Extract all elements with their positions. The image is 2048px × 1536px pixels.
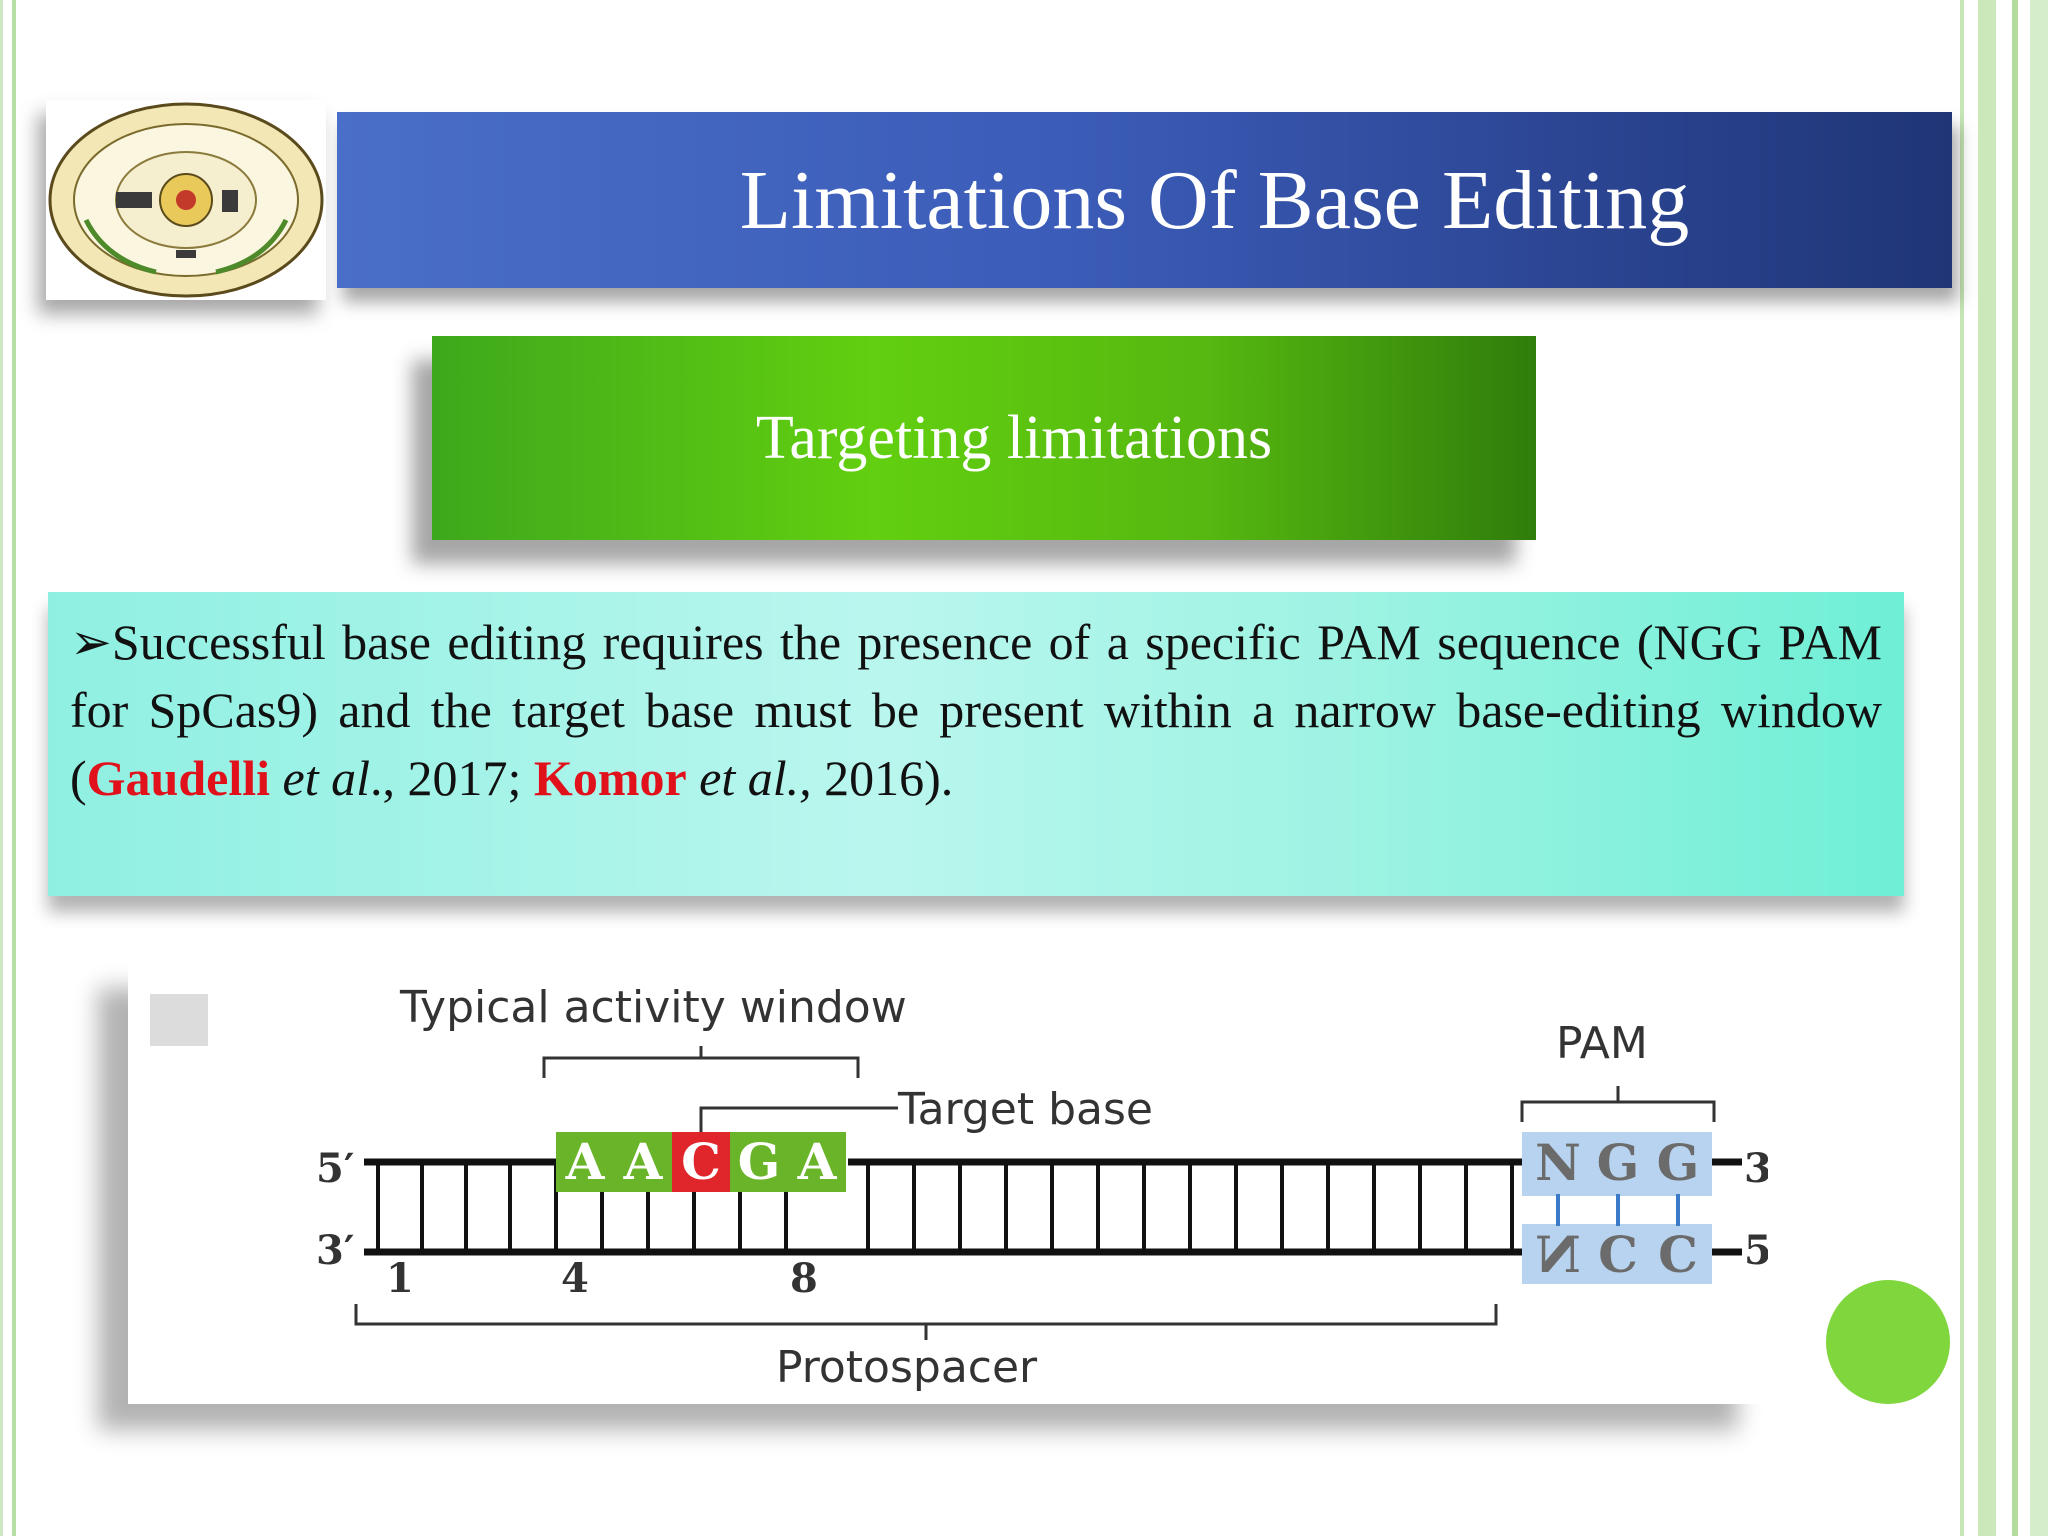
pam-top-box <box>1522 1132 1712 1196</box>
strand-5-prime-left: 5′ <box>316 1145 354 1192</box>
edit-window-base-letter: A <box>623 1132 664 1191</box>
frame-line-right <box>2030 0 2048 1536</box>
citation-etal: et al <box>282 750 371 806</box>
section-subtitle: Targeting limitations <box>755 403 1273 472</box>
bullet-arrow-icon: ➢ <box>70 614 112 670</box>
frame-line-left-outer <box>0 0 3 1536</box>
dna-diagram-svg: Typical activity window Target base PAM … <box>150 982 1768 1393</box>
activity-window-label: Typical activity window <box>399 982 907 1033</box>
frame-line-right <box>2012 0 2018 1536</box>
position-1: 1 <box>386 1255 414 1302</box>
target-base-label: Target base <box>897 1084 1153 1135</box>
pam-bottom-box <box>1522 1224 1712 1284</box>
activity-window-bracket <box>542 1046 860 1078</box>
pam-top-base: N <box>1535 1133 1581 1192</box>
target-base-pointer <box>699 1106 898 1140</box>
edit-window-base-box <box>556 1132 614 1192</box>
edit-window-base-box <box>788 1132 846 1192</box>
edit-window-base-box <box>614 1132 672 1192</box>
strand-3-prime-right: 3′ <box>1744 1145 1768 1192</box>
citation-year: 2016). <box>811 750 954 806</box>
pam-top-base: G <box>1597 1133 1640 1192</box>
slide-title: Limitations Of Base Editing <box>739 153 1690 247</box>
edit-window-base-box <box>730 1132 788 1192</box>
frame-line-right <box>1978 0 1996 1536</box>
university-logo <box>46 100 326 300</box>
protospacer-label: Protospacer <box>776 1342 1038 1393</box>
pam-bottom-base: N <box>1535 1225 1581 1284</box>
strand-5-prime-right: 5′ <box>1744 1227 1768 1274</box>
decorative-green-dot <box>1826 1280 1950 1404</box>
citation-author: Gaudelli <box>86 750 271 806</box>
edit-window-base-letter: A <box>565 1132 606 1191</box>
body-paragraph: ➢Successful base editing requires the pr… <box>70 608 1882 812</box>
body-text: Successful base editing requires the pre… <box>70 614 1882 806</box>
pam-top-base: G <box>1657 1133 1700 1192</box>
strand-3-prime-left: 3′ <box>316 1227 354 1274</box>
pam-bottom-base: C <box>1598 1225 1638 1284</box>
diagram-corner-mark <box>150 994 208 1046</box>
frame-line-left-inner <box>12 0 16 1536</box>
pam-label: PAM <box>1556 1018 1648 1069</box>
position-8: 8 <box>790 1255 818 1302</box>
citation-author: Komor <box>533 750 687 806</box>
target-base-letter: C <box>681 1132 721 1191</box>
frame-line-right <box>1960 0 1964 1536</box>
edit-window-base-letter: A <box>797 1132 838 1191</box>
university-seal-icon <box>48 102 324 298</box>
edit-window-base-letter: G <box>738 1132 781 1191</box>
base-editing-diagram: Typical activity window Target base PAM … <box>128 962 1768 1404</box>
pam-bracket <box>1520 1086 1716 1122</box>
title-banner: Limitations Of Base Editing <box>337 112 1952 288</box>
position-4: 4 <box>561 1255 589 1302</box>
pam-bottom-base: C <box>1658 1225 1698 1284</box>
subtitle-box: Targeting limitations <box>432 336 1536 540</box>
target-base-box <box>672 1132 730 1192</box>
base-pair-rungs <box>376 1162 1514 1252</box>
body-text-box: ➢Successful base editing requires the pr… <box>48 592 1904 896</box>
protospacer-bracket <box>354 1304 1498 1340</box>
citation-year: ., 2017; <box>370 750 534 806</box>
citation-etal: et al., <box>699 750 812 806</box>
